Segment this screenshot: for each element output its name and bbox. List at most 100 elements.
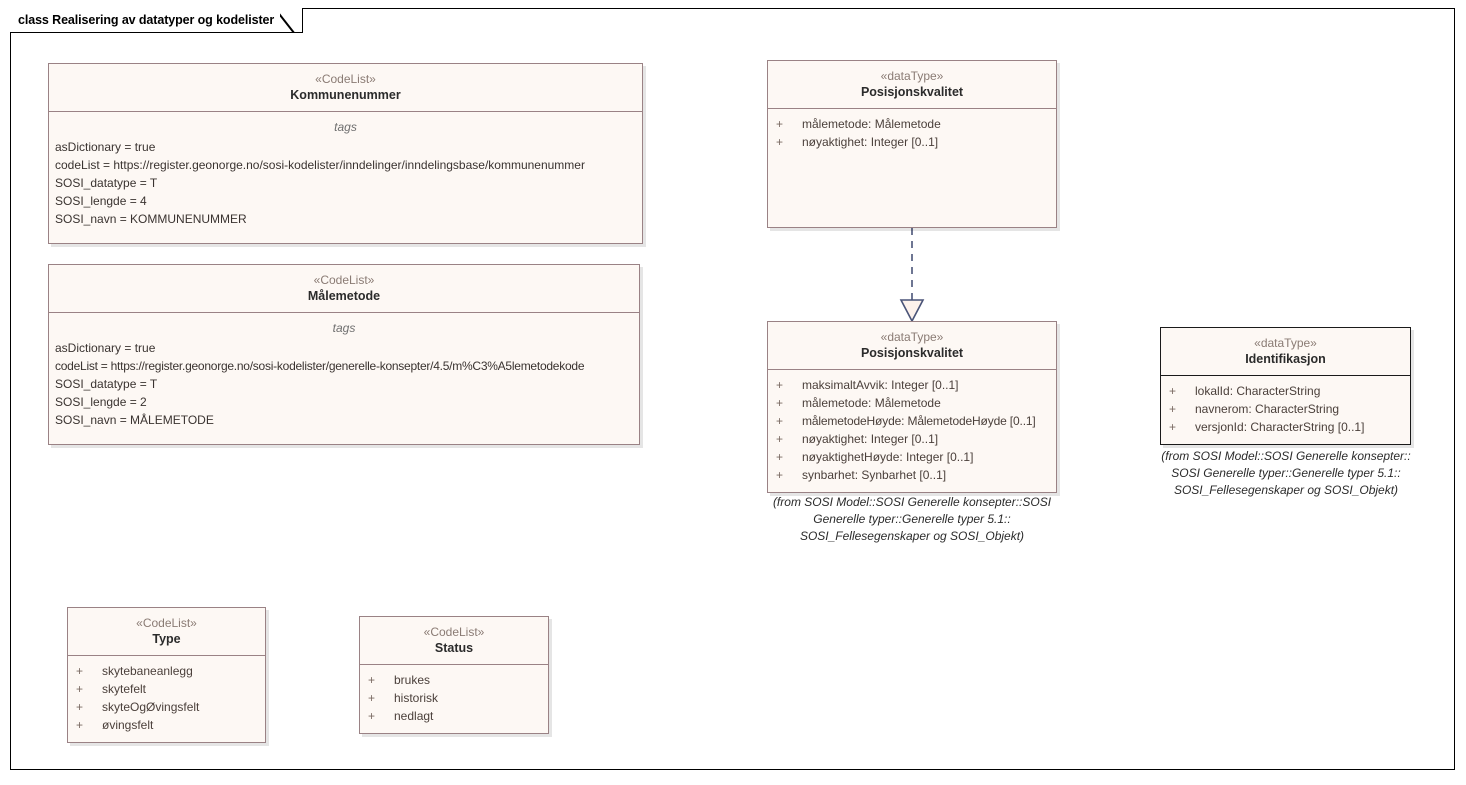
class-name-label: Identifikasjon (1245, 352, 1326, 366)
tag-line: SOSI_navn = MÅLEMETODE (55, 413, 214, 427)
tag-line: SOSI_lengde = 4 (55, 194, 147, 208)
visibility-marker: + (776, 414, 784, 428)
visibility-marker: + (1169, 384, 1177, 398)
class-header-status: «CodeList» Status (360, 617, 548, 665)
attribute-label: navnerom: CharacterString (1195, 402, 1340, 416)
attribute-label: øvingsfelt (102, 718, 154, 732)
visibility-marker: + (1169, 420, 1177, 434)
attribute-row: + øvingsfelt (68, 716, 265, 734)
visibility-marker: + (76, 664, 84, 678)
tag-line: SOSI_datatype = T (55, 176, 158, 190)
realization-connector-posisjonskvalitet (899, 228, 925, 323)
class-box-identifikasjon[interactable]: «dataType» Identifikasjon + lokalId: Cha… (1160, 327, 1411, 445)
attribute-label: nøyaktighet: Integer [0..1] (802, 135, 939, 149)
attribute-label: synbarhet: Synbarhet [0..1] (802, 468, 947, 482)
attribute-row: + lokalId: CharacterString (1161, 382, 1410, 400)
visibility-marker: + (776, 117, 784, 131)
class-box-type[interactable]: «CodeList» Type + skytebaneanlegg + skyt… (67, 607, 266, 743)
stereotype-label: «CodeList» (313, 273, 375, 287)
tag-line: SOSI_navn = KOMMUNENUMMER (55, 212, 247, 226)
class-attributes-compartment: + skytebaneanlegg + skytefelt + skyteOgØ… (68, 656, 265, 742)
attribute-row: + målemetodeHøyde: MålemetodeHøyde [0..1… (768, 412, 1056, 430)
tag-line: codeList = https://register.geonorge.no/… (55, 359, 585, 373)
tags-compartment-label: tags (332, 321, 356, 335)
attribute-label: målemetodeHøyde: MålemetodeHøyde [0..1] (802, 414, 1036, 428)
attribute-row: + nedlagt (360, 707, 548, 725)
visibility-marker: + (368, 691, 376, 705)
class-box-malemetode[interactable]: «CodeList» Målemetode tags asDictionary … (48, 264, 640, 445)
class-name-label: Status (434, 641, 474, 655)
attribute-row: + brukes (360, 671, 548, 689)
from-package-caption-posisjonskvalitet: (from SOSI Model::SOSI Generelle konsept… (757, 494, 1067, 545)
attribute-row: + skytefelt (68, 680, 265, 698)
visibility-marker: + (76, 682, 84, 696)
attribute-row: + nøyaktighet: Integer [0..1] (768, 133, 1056, 151)
attribute-label: målemetode: Målemetode (802, 396, 941, 410)
attribute-row: + navnerom: CharacterString (1161, 400, 1410, 418)
class-attributes-compartment: + lokalId: CharacterString + navnerom: C… (1161, 376, 1410, 444)
attribute-label: skytefelt (102, 682, 147, 696)
frame-tab-slant-icon (280, 8, 302, 33)
visibility-marker: + (776, 135, 784, 149)
attribute-label: historisk (394, 691, 439, 705)
visibility-marker: + (368, 673, 376, 687)
from-package-line: (from SOSI Model::SOSI Generelle konsept… (772, 495, 1052, 509)
class-box-kommunenummer[interactable]: «CodeList» Kommunenummer tags asDictiona… (48, 63, 643, 244)
class-attributes-compartment: + maksimaltAvvik: Integer [0..1] + målem… (768, 370, 1056, 492)
class-attributes-compartment: + brukes + historisk + nedlagt (360, 665, 548, 733)
attribute-row: + historisk (360, 689, 548, 707)
attribute-row: + målemetode: Målemetode (768, 394, 1056, 412)
visibility-marker: + (368, 709, 376, 723)
visibility-marker: + (776, 396, 784, 410)
class-tags-compartment: tags asDictionary = true codeList = http… (49, 112, 642, 243)
attribute-label: brukes (394, 673, 431, 687)
attribute-row: + nøyaktighet: Integer [0..1] (768, 430, 1056, 448)
class-box-status[interactable]: «CodeList» Status + brukes + historisk +… (359, 616, 549, 734)
from-package-line: SOSI_Fellesegenskaper og SOSI_Objekt) (799, 529, 1025, 543)
class-name-label: Målemetode (307, 289, 381, 303)
attribute-label: versjonId: CharacterString [0..1] (1195, 420, 1365, 434)
stereotype-label: «CodeList» (315, 72, 376, 86)
attribute-label: lokalId: CharacterString (1195, 384, 1321, 398)
class-name-label: Kommunenummer (290, 88, 401, 102)
diagram-title: class Realisering av datatyper og kodeli… (18, 13, 275, 27)
visibility-marker: + (76, 700, 84, 714)
attribute-label: skytebaneanlegg (102, 664, 193, 678)
diagram-frame-tab: class Realisering av datatyper og kodeli… (10, 8, 304, 33)
class-header-identifikasjon: «dataType» Identifikasjon (1161, 328, 1410, 376)
class-box-posisjonskvalitet-application[interactable]: «dataType» Posisjonskvalitet + målemetod… (767, 60, 1057, 228)
stereotype-label: «dataType» (1254, 336, 1317, 350)
class-header-malemetode: «CodeList» Målemetode (49, 265, 639, 313)
from-package-line: SOSI Generelle typer::Generelle typer 5.… (1171, 466, 1401, 480)
attribute-label: skyteOgØvingsfelt (102, 700, 200, 714)
stereotype-label: «dataType» (880, 69, 944, 83)
tag-line: asDictionary = true (55, 341, 156, 355)
from-package-line: SOSI_Fellesegenskaper og SOSI_Objekt) (1173, 483, 1399, 497)
visibility-marker: + (776, 432, 784, 446)
attribute-label: nøyaktighetHøyde: Integer [0..1] (802, 450, 974, 464)
stereotype-label: «dataType» (880, 330, 944, 344)
attribute-row: + versjonId: CharacterString [0..1] (1161, 418, 1410, 436)
tag-line: codeList = https://register.geonorge.no/… (55, 158, 585, 172)
visibility-marker: + (76, 718, 84, 732)
attribute-label: maksimaltAvvik: Integer [0..1] (802, 378, 959, 392)
attribute-label: nøyaktighet: Integer [0..1] (802, 432, 939, 446)
attribute-row: + skyteOgØvingsfelt (68, 698, 265, 716)
visibility-marker: + (1169, 402, 1177, 416)
attribute-row: + skytebaneanlegg (68, 662, 265, 680)
class-header-posisjonskvalitet-application: «dataType» Posisjonskvalitet (768, 61, 1056, 109)
class-header-posisjonskvalitet-sosi: «dataType» Posisjonskvalitet (768, 322, 1056, 370)
attribute-row: + synbarhet: Synbarhet [0..1] (768, 466, 1056, 484)
class-tags-compartment: tags asDictionary = true codeList = http… (49, 313, 639, 444)
attribute-row: + maksimaltAvvik: Integer [0..1] (768, 376, 1056, 394)
from-package-caption-identifikasjon: (from SOSI Model::SOSI Generelle konsept… (1152, 448, 1420, 499)
tag-line: SOSI_lengde = 2 (55, 395, 147, 409)
class-name-label: Posisjonskvalitet (860, 85, 964, 99)
class-box-posisjonskvalitet-sosi[interactable]: «dataType» Posisjonskvalitet + maksimalt… (767, 321, 1057, 493)
attribute-label: nedlagt (394, 709, 434, 723)
attribute-row: + nøyaktighetHøyde: Integer [0..1] (768, 448, 1056, 466)
visibility-marker: + (776, 378, 784, 392)
stereotype-label: «CodeList» (136, 616, 197, 630)
tags-compartment-label: tags (334, 120, 357, 134)
tag-line: SOSI_datatype = T (55, 377, 158, 391)
